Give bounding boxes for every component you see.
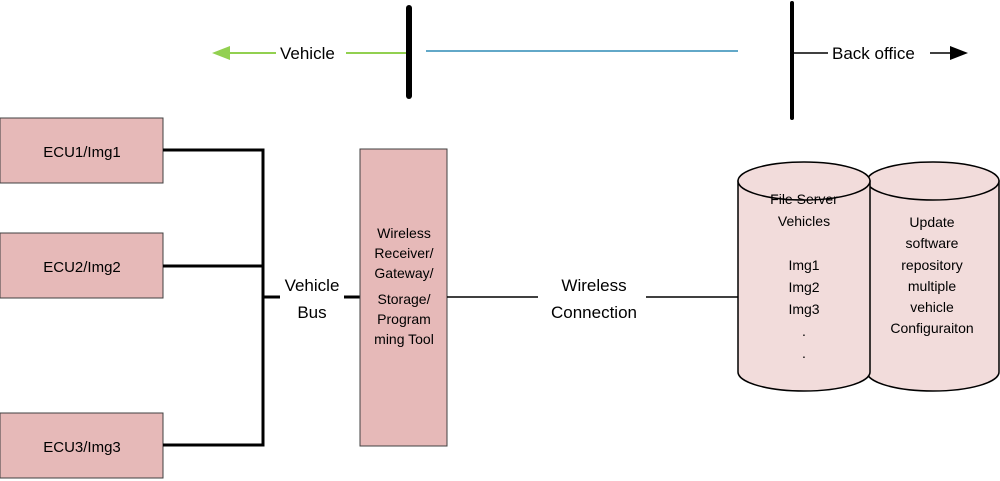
vehicle-label: Vehicle bbox=[280, 44, 335, 63]
gateway-line-5: Program bbox=[377, 311, 431, 327]
file-server-line-6: Img3 bbox=[788, 301, 819, 317]
gateway-line-4: Storage/ bbox=[378, 291, 431, 307]
back-office-arrow-head bbox=[950, 46, 968, 60]
ecu-group: ECU1/Img1 ECU2/Img2 ECU3/Img3 bbox=[0, 117, 164, 479]
repository-cylinder: Update software repository multiple vehi… bbox=[866, 161, 1000, 392]
ecu2-box bbox=[0, 232, 164, 299]
file-server-line-2: Vehicles bbox=[778, 213, 830, 229]
gateway-group: Wireless Receiver/ Gateway/ Storage/ Pro… bbox=[359, 148, 448, 447]
vehicle-bus-wiring: Vehicle Bus bbox=[163, 148, 360, 447]
boundary-section: Vehicle Back office bbox=[212, 1, 968, 120]
file-server-cylinder: File Server Vehicles Img1 Img2 Img3 . . bbox=[737, 161, 871, 392]
repository-line-3: repository bbox=[901, 257, 962, 273]
file-server-cylinder-top bbox=[737, 161, 871, 201]
repository-cylinder-body bbox=[866, 180, 1000, 392]
file-server-cylinder-body bbox=[737, 180, 871, 392]
repository-line-5: vehicle bbox=[910, 299, 954, 315]
gateway-line-6: ming Tool bbox=[374, 331, 434, 347]
ecu3-label: ECU3/Img3 bbox=[43, 439, 121, 456]
gateway-box bbox=[359, 148, 448, 447]
gateway-line-2: Receiver/ bbox=[374, 245, 433, 261]
repository-line-2: software bbox=[906, 235, 959, 251]
file-server-line-5: Img2 bbox=[788, 279, 819, 295]
repository-line-1: Update bbox=[909, 214, 954, 230]
vehicle-bus-label-line2: Bus bbox=[297, 303, 326, 322]
file-server-line-7: . bbox=[802, 323, 806, 339]
ecu2-label: ECU2/Img2 bbox=[43, 259, 121, 276]
vehicle-arrow-head bbox=[212, 46, 230, 60]
wireless-label-line2: Connection bbox=[551, 303, 637, 322]
vehicle-bus-label-line1: Vehicle bbox=[285, 276, 340, 295]
file-server-line-1: File Server bbox=[770, 191, 838, 207]
back-office-label: Back office bbox=[832, 44, 915, 63]
wireless-label-line1: Wireless bbox=[561, 276, 626, 295]
file-server-line-8: . bbox=[802, 345, 806, 361]
ecu1-label: ECU1/Img1 bbox=[43, 144, 121, 161]
repository-line-4: multiple bbox=[908, 278, 956, 294]
wireless-connection: Wireless Connection bbox=[447, 276, 738, 322]
gateway-line-3: Gateway/ bbox=[374, 265, 433, 281]
gateway-line-1: Wireless bbox=[377, 225, 431, 241]
file-server-line-4: Img1 bbox=[788, 257, 819, 273]
repository-cylinder-top bbox=[866, 161, 1000, 201]
repository-line-6: Configuraiton bbox=[890, 320, 973, 336]
